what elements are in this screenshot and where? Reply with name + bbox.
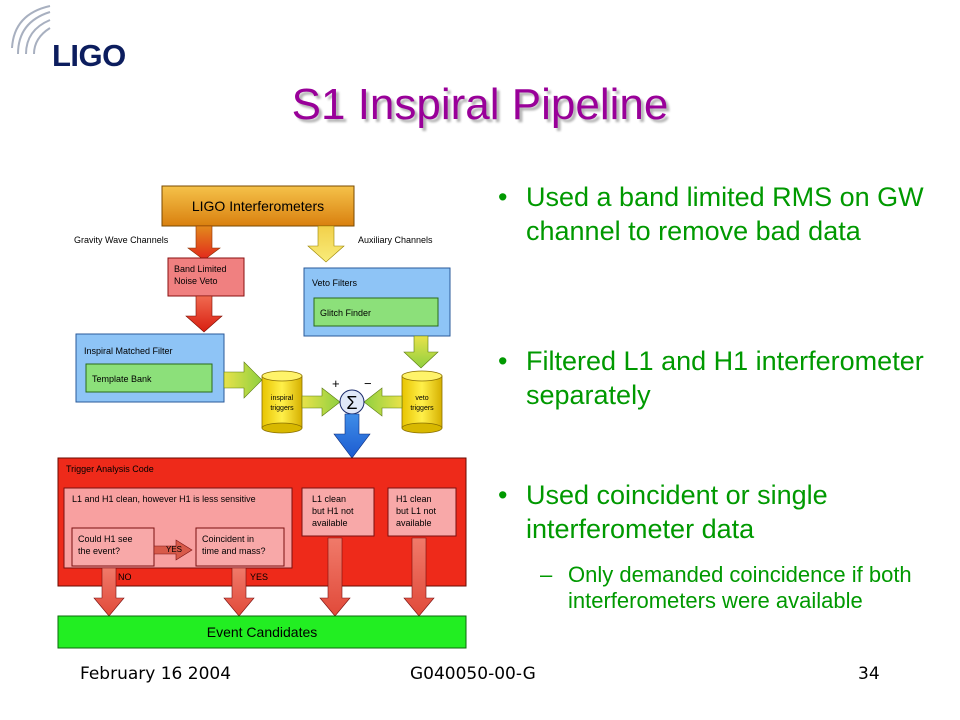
- veto-triggers-line1: veto: [415, 395, 428, 402]
- gw-channels-label: Gravity Wave Channels: [74, 235, 169, 245]
- arrow-veto-to-sum: [363, 387, 403, 417]
- arrow-to-inspiral-filter: [185, 295, 223, 333]
- pipeline-diagram: LIGO Interferometers Gravity Wave Channe…: [57, 185, 467, 649]
- bullet-text: Used a band limited RMS on GW channel to…: [526, 182, 924, 246]
- arrow-h1-to-candidates: [403, 537, 435, 617]
- h1-see-line1: Could H1 see: [78, 534, 133, 544]
- sub-bullet-marker: –: [540, 562, 553, 587]
- glitch-finder-label: Glitch Finder: [320, 308, 371, 318]
- arrow-yes-to-candidates: [223, 567, 255, 617]
- ligo-interferometers-box: [161, 185, 355, 227]
- l1-clean-line1: L1 clean: [312, 494, 346, 504]
- inspiral-triggers-line1: inspiral: [271, 395, 294, 402]
- h1-clean-line1: H1 clean: [396, 494, 432, 504]
- minus-sign: −: [364, 376, 372, 391]
- bullet-marker: •: [498, 182, 508, 212]
- coincident-box: [195, 527, 285, 567]
- veto-triggers-cylinder: [401, 370, 443, 434]
- bullet-text: Filtered L1 and H1 interferometer separa…: [526, 346, 924, 410]
- coincident-line2: time and mass?: [202, 546, 266, 556]
- h1-clean-line3: available: [396, 518, 432, 528]
- h1-see-line2: the event?: [78, 546, 120, 556]
- h1-clean-box: [387, 487, 457, 537]
- arrow-inspiral-to-sum: [301, 387, 341, 417]
- band-limited-line1: Band Limited: [174, 264, 227, 274]
- bullet-marker: •: [498, 480, 508, 510]
- l1-clean-box: [301, 487, 375, 537]
- footer-date: February 16 2004: [80, 664, 232, 684]
- h1-see-event-box: [71, 527, 155, 567]
- veto-triggers-line2: triggers: [410, 405, 434, 412]
- arrow-l1-to-candidates: [319, 537, 351, 617]
- template-bank-box: [85, 363, 213, 393]
- no-label: NO: [118, 572, 132, 582]
- h1-clean-line2: but L1 not: [396, 506, 437, 516]
- glitch-finder-box: [313, 297, 439, 327]
- plus-sign: +: [332, 376, 340, 391]
- yes-arrow: [153, 539, 193, 561]
- yes-label: YES: [250, 572, 268, 582]
- ligo-logo-arcs-icon: [11, 5, 51, 55]
- footer-page-number: 34: [858, 664, 880, 684]
- event-candidates-label: Event Candidates: [207, 624, 318, 640]
- ligo-interferometers-label: LIGO Interferometers: [192, 198, 324, 214]
- page-title: S1 Inspiral Pipeline: [291, 80, 669, 129]
- event-candidates-box: [57, 615, 467, 649]
- arrow-to-veto-filters: [307, 225, 345, 263]
- arrow-to-band-limited: [187, 225, 221, 261]
- footer-doc-id: G040050-00-G: [410, 664, 536, 684]
- inspiral-triggers-cylinder: [261, 370, 303, 434]
- sub-bullet-text: Only demanded coincidence if both interf…: [568, 562, 912, 613]
- arrow-no-to-candidates: [93, 567, 125, 617]
- arrow-to-inspiral-triggers: [223, 361, 263, 399]
- coincident-line1: Coincident in: [202, 534, 254, 544]
- yes-inline-label: YES: [166, 545, 182, 554]
- l1-clean-line3: available: [312, 518, 348, 528]
- bullet-text: Used coincident or single interferometer…: [526, 480, 828, 544]
- trigger-analysis-label: Trigger Analysis Code: [66, 464, 154, 474]
- veto-filters-label: Veto Filters: [312, 278, 358, 288]
- template-bank-label: Template Bank: [92, 374, 152, 384]
- band-limited-line2: Noise Veto: [174, 276, 218, 286]
- arrow-to-veto-triggers: [403, 335, 439, 369]
- l1-clean-line2: but H1 not: [312, 506, 354, 516]
- arrow-to-trigger-analysis: [333, 413, 371, 459]
- ligo-logo-text: LIGO: [52, 38, 126, 73]
- clean-both-label: L1 and H1 clean, however H1 is less sens…: [72, 494, 256, 504]
- inspiral-triggers-line2: triggers: [270, 405, 294, 412]
- bullet-marker: •: [498, 346, 508, 376]
- inspiral-filter-label: Inspiral Matched Filter: [84, 346, 173, 356]
- sigma-symbol: Σ: [346, 393, 357, 413]
- aux-channels-label: Auxiliary Channels: [358, 235, 433, 245]
